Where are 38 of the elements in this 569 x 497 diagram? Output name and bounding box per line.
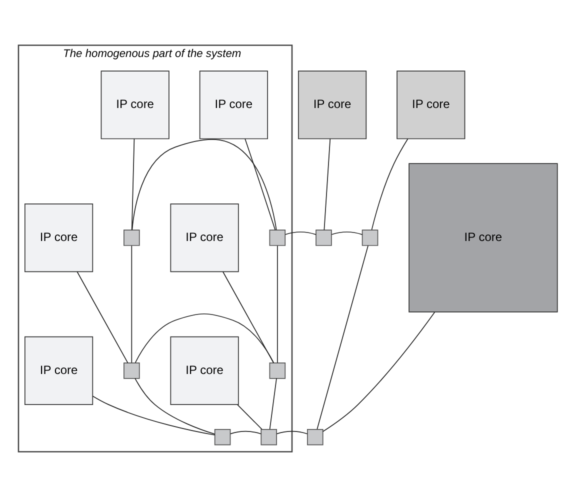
connector [277,245,278,364]
node-box [124,362,140,379]
connector [132,138,277,230]
connector [131,138,135,230]
node-box: IP core [170,336,239,405]
node-box [124,230,140,246]
node-box: IP core [24,336,94,405]
connector [316,245,368,430]
node-box [316,230,332,246]
node-box [260,429,277,446]
connector [92,396,216,436]
connector [371,138,408,230]
node-box [362,230,378,246]
connector [269,378,277,430]
node-box [307,429,324,446]
connector [76,271,128,364]
node-box [269,362,286,379]
connector [324,138,331,230]
connector [134,378,216,434]
connector [284,232,316,235]
node-box: IP core [170,203,239,272]
connector [244,138,276,230]
node-box [214,429,231,446]
connector [131,245,132,364]
node-box: IP core [396,70,466,140]
node-box: IP core [298,70,367,140]
connector [331,232,363,235]
connector [322,312,436,432]
node-box: IP core [100,70,170,140]
node-box: IP core [408,163,558,312]
connector [230,430,262,434]
node-box: IP core [24,203,94,272]
connector [134,313,274,364]
connector [276,430,308,434]
connector [222,271,274,364]
connector [237,404,262,430]
node-box [269,230,286,246]
node-box: IP core [199,70,268,140]
